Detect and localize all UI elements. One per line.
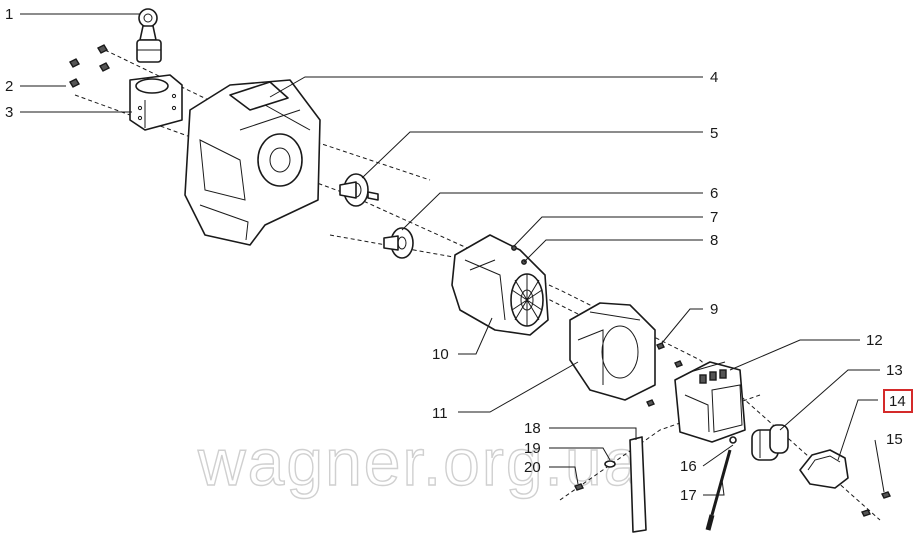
part-13-capacitor — [751, 424, 789, 461]
callout-5: 5 — [710, 125, 718, 142]
callout-14: 14 — [889, 393, 906, 410]
callout-9: 9 — [710, 301, 718, 318]
callout-14-highlight-box — [883, 389, 913, 413]
callout-3: 3 — [5, 104, 13, 121]
part-3-cylinder-block — [129, 74, 183, 131]
callout-2: 2 — [5, 78, 13, 95]
part-5-bearing — [383, 227, 414, 259]
part-14-seal — [799, 449, 849, 489]
callout-4: 4 — [710, 69, 718, 86]
part-20-screw — [574, 483, 584, 491]
part-12-control-box — [674, 361, 746, 443]
watermark: wagner.org.ua — [197, 425, 642, 499]
part-10-motor — [451, 234, 549, 336]
part-4-housing — [184, 79, 321, 246]
callout-6: 6 — [710, 185, 718, 202]
callout-11: 11 — [432, 405, 448, 422]
callout-13: 13 — [886, 362, 903, 379]
callout-16: 16 — [680, 458, 697, 475]
part-2-screws — [69, 44, 110, 88]
part-11-fan-shroud — [569, 302, 656, 401]
callout-12: 12 — [866, 332, 883, 349]
part-18-strip — [629, 436, 647, 533]
part-9-screws — [646, 342, 683, 407]
callout-labels: 1 2 3 4 5 6 7 8 9 10 11 12 13 14 15 16 1… — [5, 6, 913, 504]
callout-15: 15 — [886, 431, 903, 448]
callout-10: 10 — [432, 346, 449, 363]
part-5-pulley — [339, 173, 379, 207]
part-1-connecting-rod — [136, 8, 162, 63]
callout-17: 17 — [680, 487, 697, 504]
callout-20: 20 — [524, 459, 541, 476]
callout-8: 8 — [710, 232, 718, 249]
leader-lines — [20, 13, 885, 496]
part-15-screws — [861, 491, 891, 517]
callout-1: 1 — [5, 6, 13, 23]
callout-7: 7 — [710, 209, 718, 226]
callout-18: 18 — [524, 420, 541, 437]
callout-19: 19 — [524, 440, 541, 457]
part-17-rod — [705, 436, 737, 531]
part-19-washer — [604, 460, 616, 468]
